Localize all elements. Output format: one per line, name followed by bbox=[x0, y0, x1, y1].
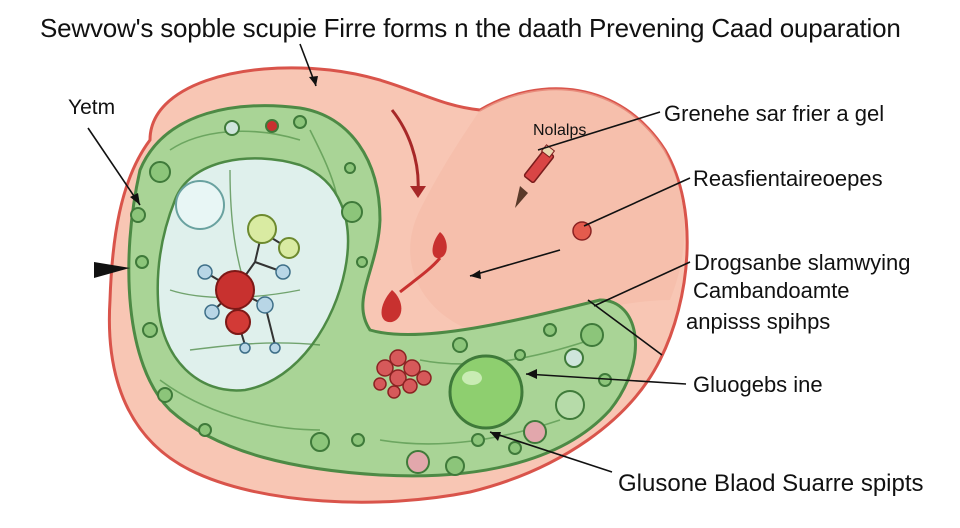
label-right-3b: Cambandoamte bbox=[693, 278, 850, 303]
arrow-icon-head bbox=[410, 186, 426, 198]
callout-lines bbox=[87, 43, 691, 473]
glucose-vesicle-highlight bbox=[462, 371, 482, 385]
diagram-title: Sewvow's sopble scupie Firre forms n the… bbox=[40, 13, 901, 43]
callout-arrowheads bbox=[130, 76, 537, 441]
label-right-4: Gluogebs ine bbox=[693, 372, 823, 397]
molecule-icon bbox=[197, 214, 300, 354]
glucose-vesicle bbox=[448, 354, 524, 430]
label-right-3c: anpisss spihps bbox=[686, 309, 831, 334]
right-lobe-shading bbox=[410, 88, 685, 330]
red-granule-cluster bbox=[373, 349, 432, 399]
arrow-icon bbox=[390, 109, 420, 193]
red-drop-2 bbox=[381, 290, 402, 323]
red-marker-dot bbox=[572, 221, 592, 241]
label-left-top: Yetm bbox=[68, 96, 116, 119]
label-right-3a: Drogsanbe slamwying bbox=[694, 250, 911, 275]
label-small-tag: Nolalps bbox=[533, 122, 587, 139]
red-drop-trail bbox=[399, 257, 442, 294]
label-right-1: Grenehe sar frier a gel bbox=[664, 101, 885, 126]
vesicles bbox=[130, 115, 612, 476]
vacuole bbox=[175, 180, 225, 230]
label-right-5: Glusone Blaod Suarre spipts bbox=[618, 470, 924, 497]
left-edge-marker bbox=[94, 262, 130, 278]
red-drop-1 bbox=[432, 232, 447, 259]
label-right-2: Reasfientaireoepes bbox=[693, 166, 883, 191]
pencil-icon bbox=[515, 144, 556, 208]
